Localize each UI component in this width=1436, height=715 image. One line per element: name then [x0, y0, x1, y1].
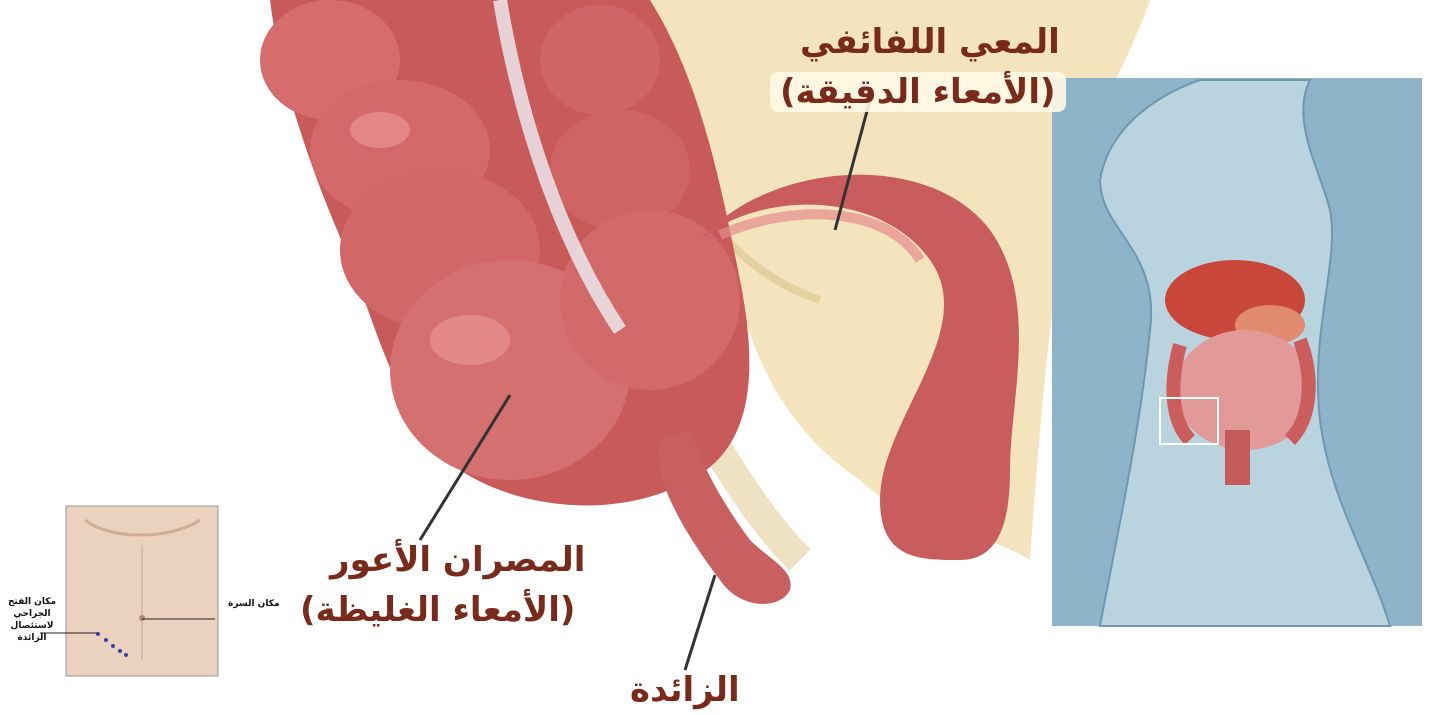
ileum-sublabel: (الأمعاء الدقيقة): [770, 72, 1066, 112]
cecum: [260, 0, 749, 505]
cecum-label: المصران الأعور: [330, 540, 585, 580]
incision-site-label: مكان الفتح الجراحي لاستئصال الزائدة: [0, 596, 64, 644]
ileum-label: المعي اللفائفي: [800, 22, 1060, 62]
cecum-sublabel: (الأمعاء الغليظة): [300, 590, 575, 630]
navel-site-label: مكان السرة: [228, 598, 280, 610]
appendix-label: الزائدة: [630, 670, 740, 710]
body-diagram: [1052, 78, 1422, 626]
